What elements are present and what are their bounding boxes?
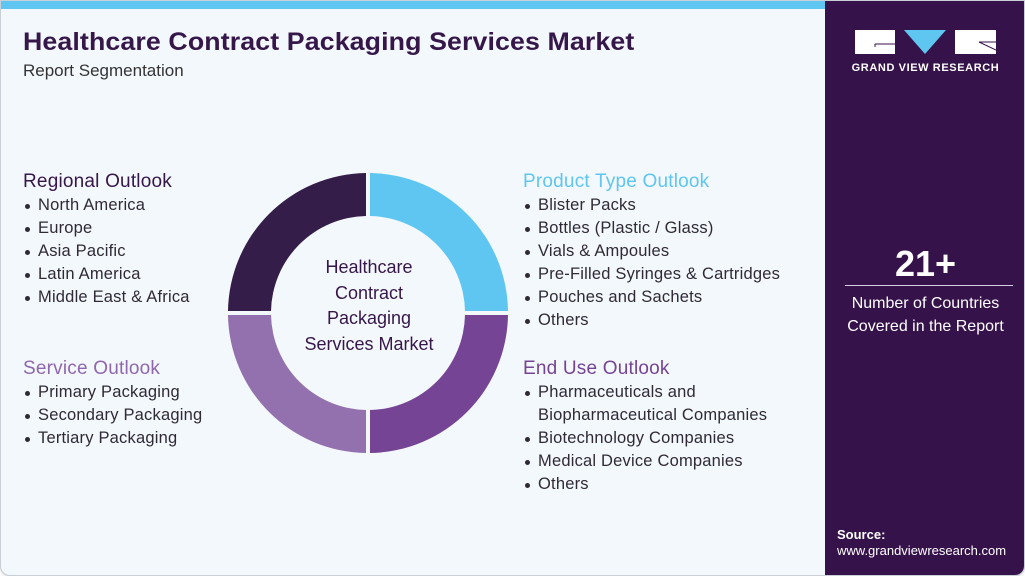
donut-label-line: Services Market <box>304 333 434 354</box>
donut-segment-service <box>228 315 366 453</box>
brand-side-panel: GRAND VIEW RESEARCH 21+ Number of Countr… <box>825 1 1024 575</box>
page-subtitle: Report Segmentation <box>23 61 184 80</box>
list-item: Others <box>523 473 767 496</box>
stat-divider <box>845 285 1013 286</box>
service-outlook-section: Service Outlook Primary Packaging Second… <box>23 358 202 450</box>
list-item: Biotechnology Companies <box>523 427 767 450</box>
list-item: Latin America <box>23 263 190 286</box>
stat-description: Number of Countries Covered in the Repor… <box>825 292 1024 338</box>
list-item: Others <box>523 309 780 332</box>
donut-segment-regional <box>228 173 366 311</box>
section-title: Regional Outlook <box>23 171 172 192</box>
list-item: Secondary Packaging <box>23 404 202 427</box>
product-type-outlook-section: Product Type Outlook Blister Packs Bottl… <box>523 171 780 332</box>
service-list: Primary Packaging Secondary Packaging Te… <box>23 381 202 450</box>
list-item: Pharmaceuticals and <box>523 381 767 404</box>
regional-list: North America Europe Asia Pacific Latin … <box>23 194 190 309</box>
list-item: North America <box>23 194 190 217</box>
list-item: Pre-Filled Syringes & Cartridges <box>523 263 780 286</box>
section-title: Product Type Outlook <box>523 171 710 192</box>
source-label: Source: <box>837 527 886 542</box>
list-item: Bottles (Plastic / Glass) <box>523 217 780 240</box>
top-accent-bar <box>1 1 825 9</box>
source-url: www.grandviewresearch.com <box>837 543 1007 558</box>
gvr-logo-icon <box>855 30 996 54</box>
stat-value: 21+ <box>894 243 957 284</box>
list-item: Middle East & Africa <box>23 286 190 309</box>
list-item: Primary Packaging <box>23 381 202 404</box>
donut-label-line: Packaging <box>326 308 412 328</box>
donut-segment-product <box>370 173 508 311</box>
list-item: Blister Packs <box>523 194 780 217</box>
list-item: Vials & Ampoules <box>523 240 780 263</box>
end-use-outlook-section: End Use Outlook Pharmaceuticals and Biop… <box>523 358 767 496</box>
stat-desc-line: Covered in the Report <box>847 318 1004 335</box>
enduse-list: Pharmaceuticals and Biopharmaceutical Co… <box>523 381 767 496</box>
donut-center-label: Healthcare Contract Packaging Services M… <box>279 255 459 357</box>
list-item: Pouches and Sachets <box>523 286 780 309</box>
section-title: Service Outlook <box>23 358 161 379</box>
list-item: Europe <box>23 217 190 240</box>
segmentation-donut <box>228 173 508 453</box>
brand-name: GRAND VIEW RESEARCH <box>851 62 1000 74</box>
donut-label-line: Contract <box>334 282 404 303</box>
list-item: Asia Pacific <box>23 240 190 263</box>
page-title: Healthcare Contract Packaging Services M… <box>23 28 635 56</box>
product-list: Blister Packs Bottles (Plastic / Glass) … <box>523 194 780 332</box>
regional-outlook-section: Regional Outlook North America Europe As… <box>23 171 190 309</box>
list-item: Medical Device Companies <box>523 450 767 473</box>
list-item-continuation: Biopharmaceutical Companies <box>538 406 768 424</box>
donut-label-line: Healthcare <box>325 257 413 277</box>
donut-segment-enduse <box>370 315 508 453</box>
stat-desc-line: Number of Countries <box>851 295 1000 312</box>
section-title: End Use Outlook <box>523 358 670 379</box>
list-item: Tertiary Packaging <box>23 427 202 450</box>
